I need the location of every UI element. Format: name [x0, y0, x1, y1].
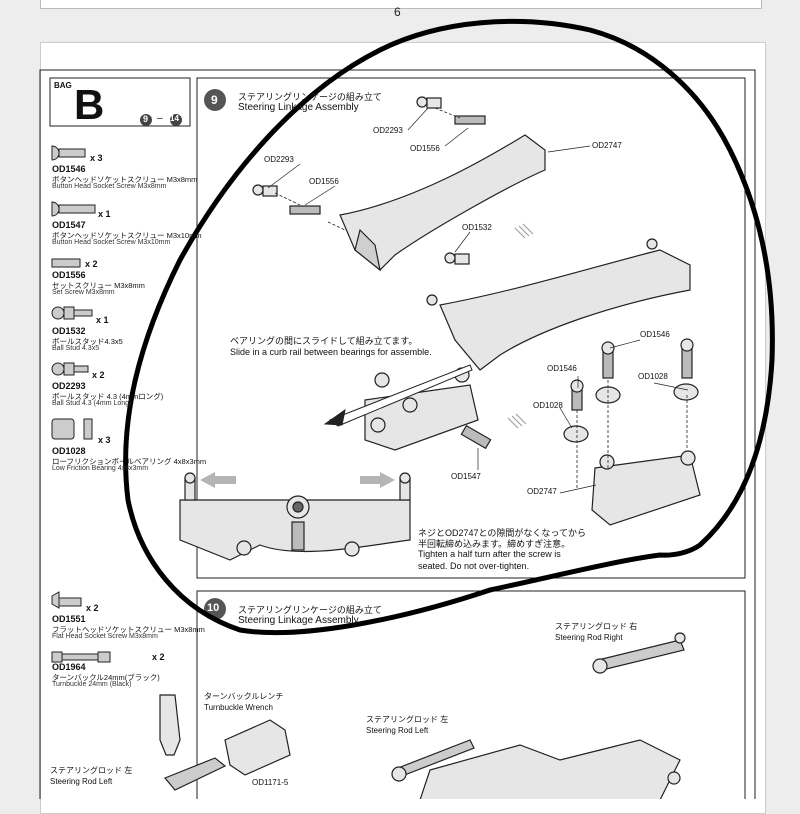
part-name-jp: フラットヘッドソケットスクリュー M3x8mm: [52, 625, 205, 634]
callout-label: OD2747: [527, 487, 557, 496]
part-qty: x 2: [92, 370, 105, 380]
wrench-label-jp: ターンバックルレンチ: [204, 692, 284, 701]
tighten-note-jp-1: ネジとOD2747との隙間がなくなってから: [418, 528, 586, 538]
step9-title-en: Steering Linkage Assembly: [238, 102, 359, 113]
step9-title-jp: ステアリングリンケージの組み立て: [238, 92, 382, 102]
rod-right-label-jp: ステアリングロッド 右: [555, 622, 638, 631]
part-code: OD2293: [52, 381, 86, 391]
rod-left-bottom-label-jp: ステアリングロッド 左: [50, 766, 133, 775]
part-qty: x 2: [152, 652, 165, 662]
part-qty: x 2: [86, 603, 99, 613]
callout-label: OD1171-5: [252, 778, 289, 787]
callout-label: OD1546: [547, 364, 577, 373]
part-name-en: Set Screw M3x8mm: [52, 289, 115, 296]
step9-badge: [204, 89, 226, 111]
callout-leaders: [267, 107, 689, 494]
parts-icons: [51, 145, 111, 663]
part-name-en: Ball Stud 4.3x5: [52, 345, 100, 352]
bag-header-box: [49, 77, 191, 127]
part-name-en: Button Head Socket Screw M3x8mm: [52, 183, 167, 190]
part-code: OD1964: [52, 662, 86, 672]
step10-title-en: Steering Linkage Assembly: [238, 615, 359, 626]
part-name-jp: ローフリクションボールベアリング 4x8x3mm: [52, 457, 207, 466]
part-qty: x 1: [98, 209, 111, 219]
part-name-jp: ボタンヘッドソケットスクリュー M3x8mm: [52, 175, 198, 184]
slide-note-jp: ベアリングの間にスライドして組み立てます。: [230, 336, 418, 346]
tighten-note-en-2: seated. Do not over-tighten.: [418, 561, 530, 571]
callout-label: OD2293: [373, 126, 403, 135]
callout-label: OD1028: [533, 401, 563, 410]
step10-box: [196, 590, 746, 799]
step10-number: 10: [207, 602, 220, 614]
part-qty: x 3: [98, 435, 111, 445]
callout-label: OD1556: [309, 177, 339, 186]
range-start-badge: [140, 114, 152, 126]
part-name-en: Flat Head Socket Screw M3x8mm: [52, 633, 158, 640]
step9-guides: [274, 107, 688, 490]
callout-label: OD1546: [640, 330, 670, 339]
slide-arrow: [323, 364, 473, 427]
part-code: OD1546: [52, 164, 86, 174]
tighten-note-jp-2: 半回転締め込みます。締めすぎ注意。: [418, 539, 571, 549]
part-qty: x 1: [96, 315, 109, 325]
bag-frame: [39, 69, 756, 799]
part-code: OD1551: [52, 614, 86, 624]
part-code: OD1028: [52, 446, 86, 456]
part-qty: x 2: [85, 259, 98, 269]
part-name-jp: セットスクリュー M3x8mm: [52, 281, 145, 290]
callout-label: OD2747: [592, 141, 622, 150]
callout-label: OD2293: [264, 155, 294, 164]
gray-arrows: [200, 472, 395, 488]
previous-page-edge: [40, 0, 762, 9]
range-end-badge: [170, 114, 182, 126]
hatch-marks: [507, 223, 534, 429]
rod-right-label-en: Steering Rod Right: [555, 633, 623, 642]
tighten-note-en-1: Tighten a half turn after the screw is: [418, 549, 561, 559]
callout-label: OD1028: [638, 372, 668, 381]
part-name-en: Ball Stud 4.3 (4mm Long): [52, 400, 132, 407]
callout-label: OD1547: [451, 472, 481, 481]
part-name-jp: ボールスタッド4.3x5: [52, 337, 123, 346]
part-name-jp: ボタンヘッドソケットスクリュー M3x10mm: [52, 231, 202, 240]
part-name-en: Low Friction Bearing 4x8x3mm: [52, 465, 149, 472]
part-name-en: Button Head Socket Screw M3x10mm: [52, 239, 171, 246]
range-start: 9: [143, 114, 149, 124]
callout-label: OD1532: [462, 223, 492, 232]
step9-number: 9: [211, 93, 218, 107]
wrench-label-en: Turnbuckle Wrench: [204, 703, 273, 712]
part-name-jp: ボールスタッド 4.3 (4mmロング): [52, 392, 164, 401]
bag-letter: B: [74, 81, 105, 128]
rod-left-label-en: Steering Rod Left: [366, 726, 429, 735]
rod-left-label-jp: ステアリングロッド 左: [366, 715, 449, 724]
step10-parts: [159, 632, 686, 799]
step9-box: [196, 77, 746, 579]
bag-label: BAG: [54, 81, 72, 90]
part-qty: x 3: [90, 153, 103, 163]
rod-left-bottom-label-en: Steering Rod Left: [50, 777, 113, 786]
slide-note-en: Slide in a curb rail between bearings fo…: [230, 347, 432, 357]
step10-title-jp: ステアリングリンケージの組み立て: [238, 605, 382, 615]
part-code: OD1532: [52, 326, 86, 336]
callout-label: OD1556: [410, 144, 440, 153]
part-name-en: Turnbuckle 24mm (Black): [52, 681, 132, 688]
part-name-jp: ターンバックル24mm(ブラック): [52, 673, 160, 682]
part-code: OD1547: [52, 220, 86, 230]
part-code: OD1556: [52, 270, 86, 280]
range-end: 14: [170, 114, 179, 123]
range-dash: –: [157, 113, 163, 124]
page-number: 6: [394, 5, 401, 19]
